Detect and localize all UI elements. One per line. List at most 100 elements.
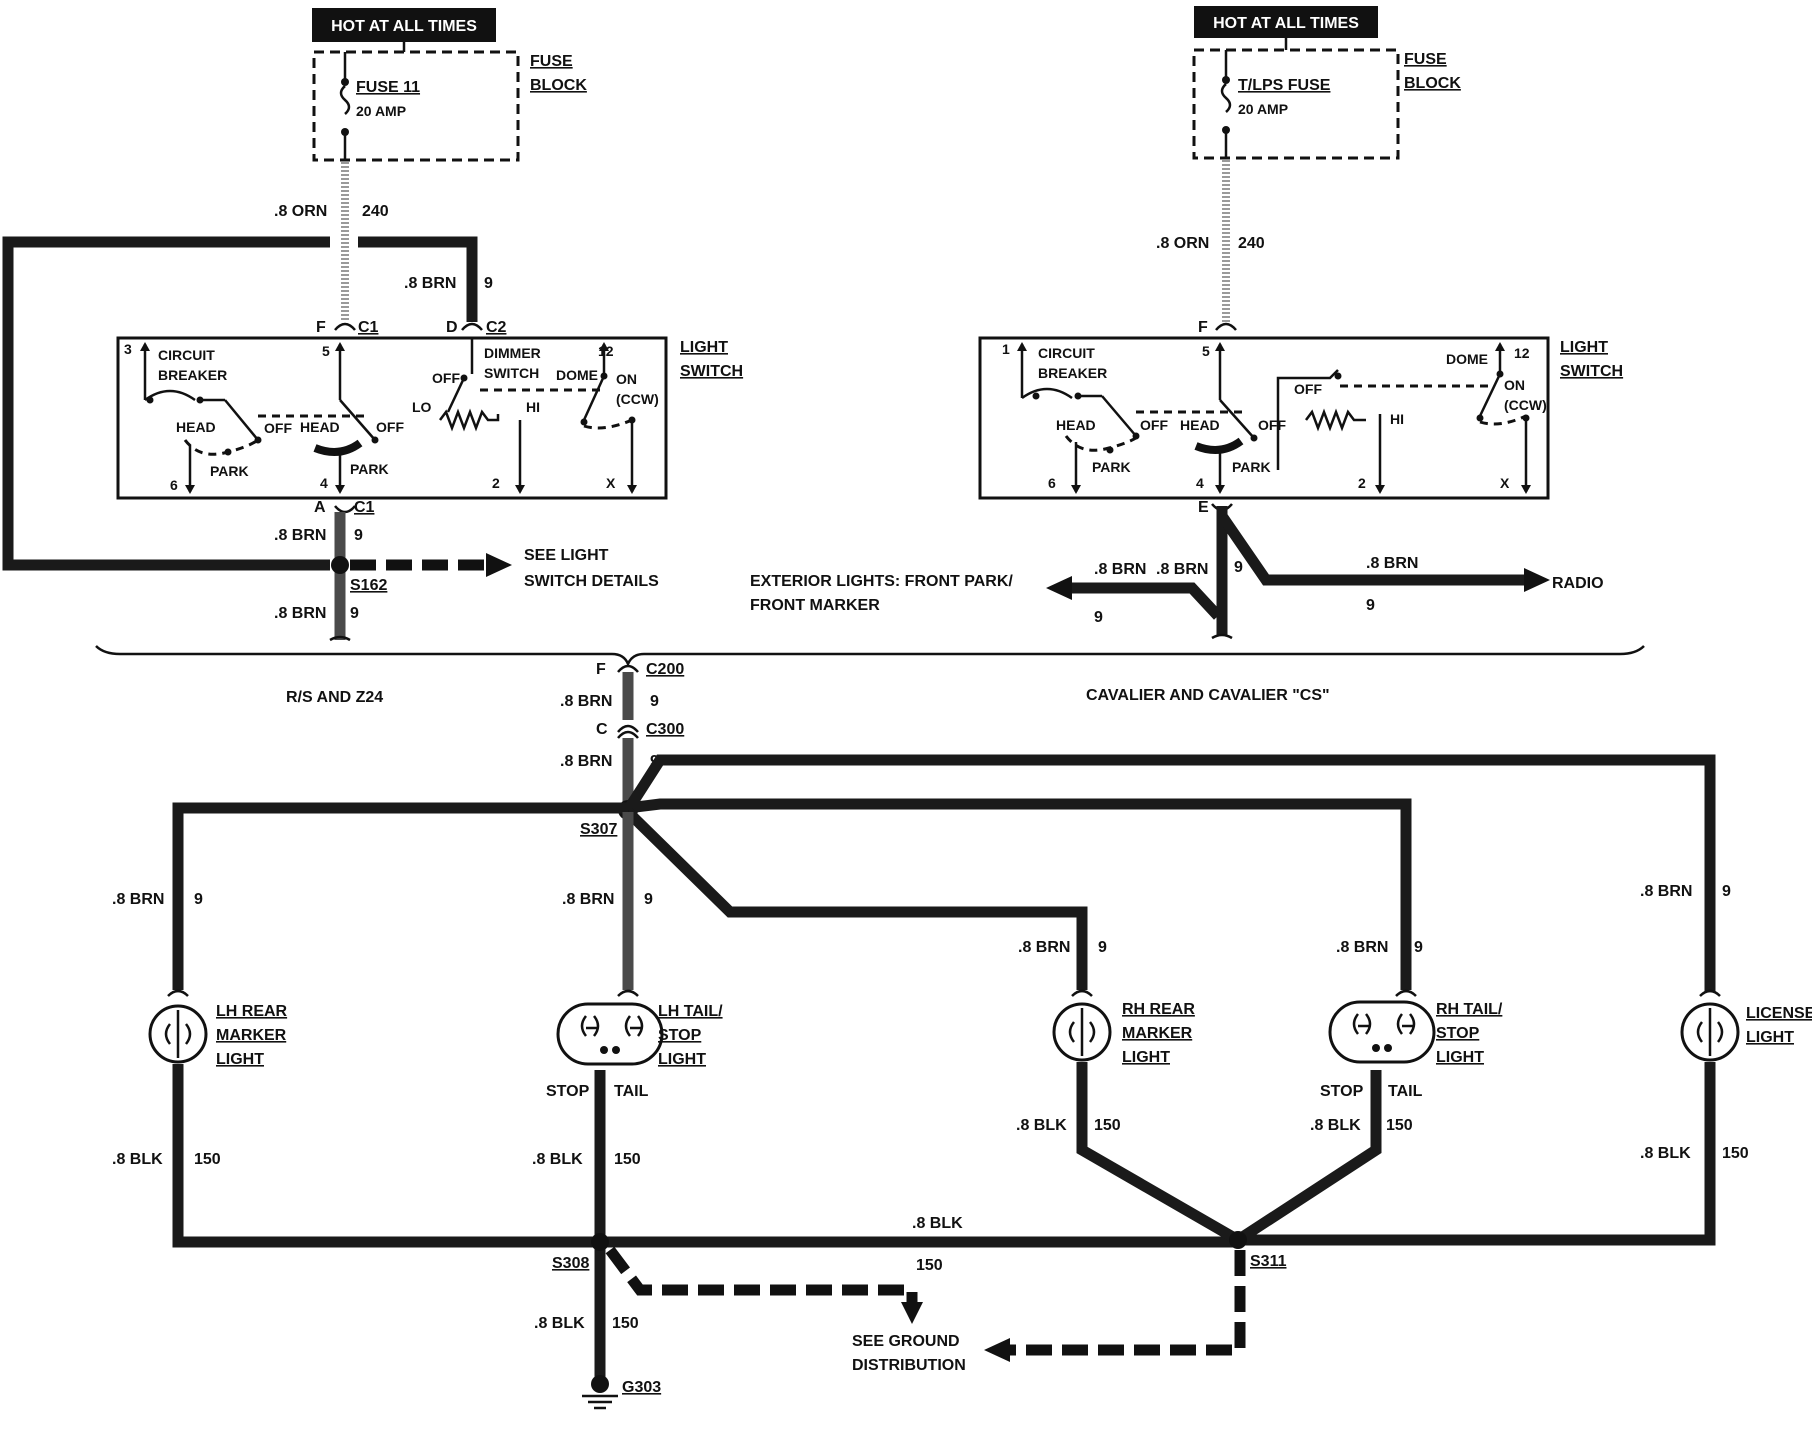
- right-pin-4: 4: [1196, 475, 1204, 491]
- s311-ground-distribution-wire: [1008, 1250, 1246, 1356]
- left-c1-connector: [334, 322, 356, 331]
- left-c2-connector: [461, 322, 483, 331]
- left-see-details-2: SWITCH DETAILS: [524, 573, 659, 590]
- left-off-label-2: OFF: [376, 419, 404, 435]
- left-see-details-1: SEE LIGHT: [524, 547, 609, 564]
- right-ext-lights-2: FRONT MARKER: [750, 597, 880, 614]
- lh-rear-marker-light: .8 BRN 9 LH REAR MARKER LIGHT .8 BLK 150: [112, 891, 288, 1168]
- left-conn-c1b: C1: [354, 499, 375, 516]
- left-fuse-block-label-1: FUSE: [530, 53, 573, 70]
- rh-marker-wire-label: .8 BRN: [1018, 939, 1070, 956]
- left-fuse-11: FUSE 11 20 AMP: [339, 52, 420, 160]
- right-pin-6: 6: [1048, 475, 1056, 491]
- left-dome-label: DOME: [556, 367, 598, 383]
- left-brn-dimmer-feed: [358, 236, 478, 322]
- license-circuit: 9: [1722, 883, 1731, 900]
- right-ext-lights-1: EXTERIOR LIGHTS: FRONT PARK/: [750, 573, 1013, 590]
- license-wire-label: .8 BRN: [1640, 883, 1692, 900]
- left-hi-label: HI: [526, 399, 540, 415]
- right-brn-b-label: .8 BRN: [1156, 561, 1208, 578]
- lh-tail-circuit: 9: [644, 891, 653, 908]
- lower-gnd-wire-label: .8 BLK: [534, 1315, 585, 1332]
- lh-marker-gnd-wire-label: .8 BLK: [112, 1151, 163, 1168]
- left-head-label-2: HEAD: [300, 419, 340, 435]
- left-conn-a: A: [314, 499, 326, 516]
- right-switch-title-2: SWITCH: [1560, 363, 1623, 380]
- right-ext-lights-wire: [1070, 582, 1223, 620]
- right-pin-1: 1: [1002, 341, 1010, 357]
- left-brn-loop-wire: [2, 236, 330, 571]
- right-off-label-1: OFF: [1140, 417, 1168, 433]
- left-brn-mid-circuit: 9: [354, 527, 363, 544]
- lh-marker-label-3: LIGHT: [216, 1051, 264, 1068]
- ground-g303-icon: [582, 1375, 618, 1410]
- right-pin-12: 12: [1514, 345, 1530, 361]
- see-ground-1: SEE GROUND: [852, 1333, 960, 1350]
- left-brn-low-label: .8 BRN: [274, 605, 326, 622]
- right-tlps-fuse: T/LPS FUSE 20 AMP: [1220, 50, 1331, 158]
- lower-c300-wire-label: .8 BRN: [560, 753, 612, 770]
- right-conn-f: F: [1198, 319, 1208, 336]
- right-section: HOT AT ALL TIMES FUSE BLOCK T/LPS FUSE 2…: [750, 6, 1623, 704]
- rh-tail-wire-label: .8 BRN: [1336, 939, 1388, 956]
- rh-tail-feed-wire: [627, 798, 1412, 990]
- lower-g303: G303: [622, 1379, 661, 1396]
- right-fuse-block: [1192, 48, 1400, 160]
- right-orn-wire-label: .8 ORN: [1156, 235, 1209, 252]
- left-splice-label: S162: [350, 577, 387, 594]
- license-ground-wire: [1238, 1062, 1716, 1246]
- rh-tail-ground-wire: [1234, 1070, 1382, 1245]
- left-fuse-name: FUSE 11: [356, 79, 420, 96]
- rh-tail-circuit: 9: [1414, 939, 1423, 956]
- left-conn-d: D: [446, 319, 458, 336]
- right-variant-label: CAVALIER AND CAVALIER "CS": [1086, 687, 1330, 704]
- lh-marker-circuit: 9: [194, 891, 203, 908]
- lh-tail-label-1: LH TAIL/: [658, 1003, 723, 1020]
- left-switch-title-1: LIGHT: [680, 339, 728, 356]
- right-fuse-block-label-2: BLOCK: [1404, 75, 1461, 92]
- lower-c200: C200: [646, 661, 684, 678]
- lh-tail-wire-label: .8 BRN: [562, 891, 614, 908]
- bus-wire-label: .8 BLK: [912, 1215, 963, 1232]
- left-pin-x: X: [606, 475, 616, 491]
- left-pin-5: 5: [322, 343, 330, 359]
- right-switch-title-1: LIGHT: [1560, 339, 1608, 356]
- rh-marker-circuit: 9: [1098, 939, 1107, 956]
- left-fuse-block: [312, 50, 520, 162]
- left-brn-top-label: .8 BRN: [404, 275, 456, 292]
- see-ground-2: DISTRIBUTION: [852, 1357, 966, 1374]
- right-park-label-1: PARK: [1092, 459, 1131, 475]
- right-off-label-2: OFF: [1258, 417, 1286, 433]
- rh-marker-label-3: LIGHT: [1122, 1049, 1170, 1066]
- rh-rear-marker-light: .8 BRN 9 RH REAR MARKER LIGHT .8 BLK 150: [1016, 939, 1195, 1134]
- bus-circuit-label: 150: [916, 1257, 943, 1274]
- left-light-switch-box: [116, 336, 668, 500]
- left-fuse-block-label-2: BLOCK: [530, 77, 587, 94]
- right-light-switch-box: [978, 336, 1550, 500]
- license-label-2: LIGHT: [1746, 1029, 1794, 1046]
- left-on-label: ON: [616, 371, 637, 387]
- lh-tail-gnd-wire-label: .8 BLK: [532, 1151, 583, 1168]
- left-circuit-breaker-1: CIRCUIT: [158, 347, 215, 363]
- ground-distribution-arrow-up: [901, 1302, 923, 1324]
- left-conn-f: F: [316, 319, 326, 336]
- license-gnd-circuit: 150: [1722, 1145, 1749, 1162]
- license-label-1: LICENSE: [1746, 1005, 1812, 1022]
- ground-distribution-arrow-left: [984, 1338, 1010, 1362]
- lower-s307: S307: [580, 821, 617, 838]
- lower-c200-circuit: 9: [650, 693, 659, 710]
- left-dimmer-1: DIMMER: [484, 345, 541, 361]
- lower-c300: C300: [646, 721, 684, 738]
- right-f-connector: [1215, 322, 1237, 331]
- license-gnd-wire-label: .8 BLK: [1640, 1145, 1691, 1162]
- right-hot-label-box: [1194, 6, 1378, 38]
- right-fuse-rating: 20 AMP: [1238, 101, 1288, 117]
- right-hot-label: HOT AT ALL TIMES: [1213, 15, 1359, 32]
- right-circuit-breaker-2: BREAKER: [1038, 365, 1107, 381]
- left-section: HOT AT ALL TIMES FUSE BLOCK FUSE 11 20 A…: [2, 8, 743, 706]
- left-orn-wire-label: .8 ORN: [274, 203, 327, 220]
- right-circuit-9a: 9: [1234, 559, 1243, 576]
- lh-tail-stop-light: .8 BRN 9 LH TAIL/ STOP LIGHT STOP TAIL .…: [532, 891, 723, 1168]
- lh-marker-label-1: LH REAR: [216, 1003, 288, 1020]
- left-pin-6: 6: [170, 477, 178, 493]
